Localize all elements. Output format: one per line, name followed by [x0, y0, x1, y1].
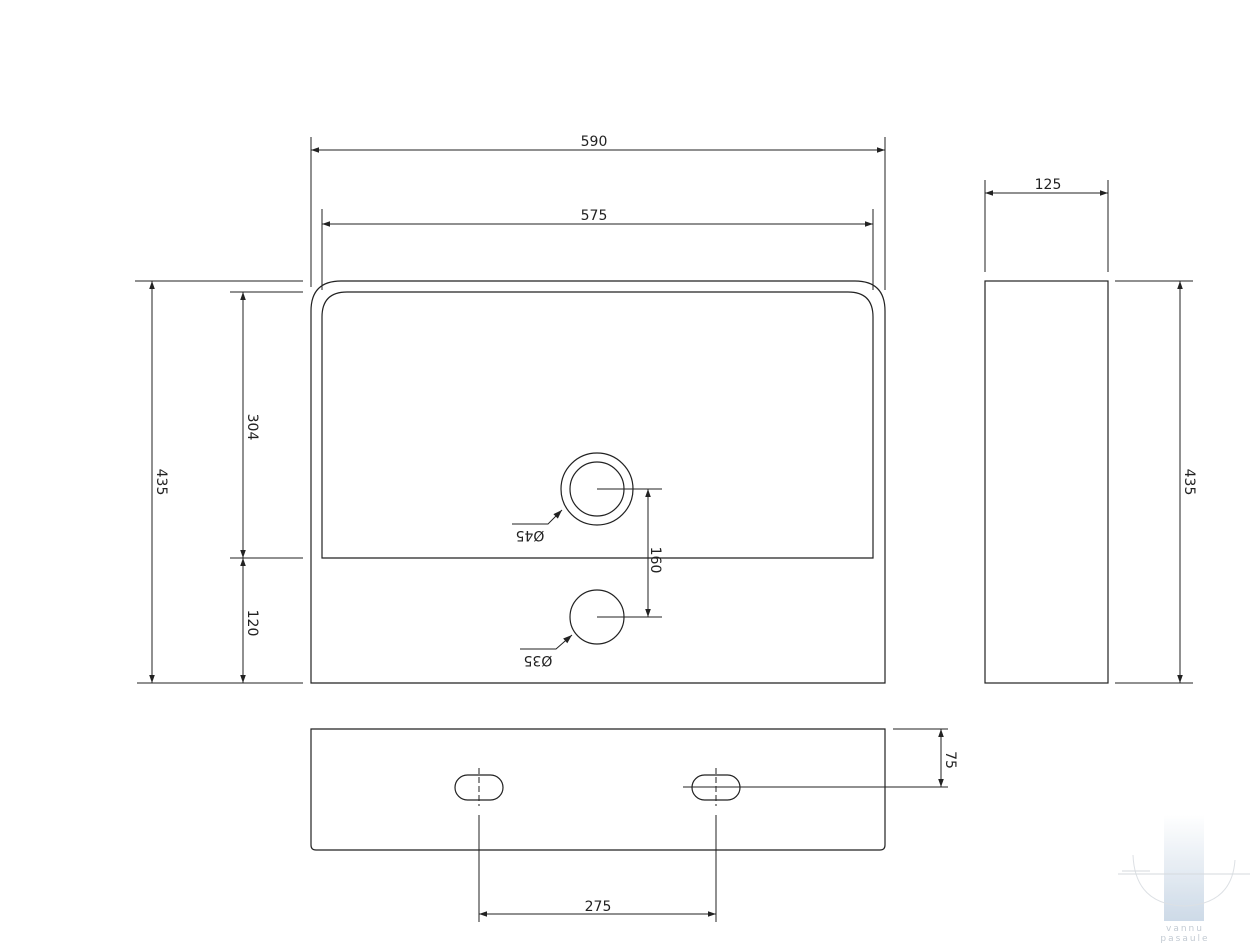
watermark-text-line2: pasaule: [1160, 934, 1209, 944]
dimension-label-slot-offset: 75: [942, 751, 958, 769]
side-outline: [984, 280, 1109, 684]
basin-bowl-outline: [321, 291, 874, 559]
side-view: 125 435: [984, 177, 1197, 684]
bottom-view: 275 75: [310, 728, 958, 922]
tap-hole-leader: [520, 634, 573, 650]
dimension-label-overall-width: 590: [581, 134, 608, 150]
bottom-outline: [310, 728, 886, 851]
dimension-label-overall-height: 435: [153, 469, 169, 496]
dimension-label-slot-spacing: 275: [585, 899, 612, 915]
dimension-label-bottom-offset: 120: [244, 610, 260, 637]
watermark-logo: vannu pasaule: [1118, 815, 1250, 944]
dimension-label-basin-depth: 304: [244, 414, 260, 441]
dimension-label-basin-width: 575: [581, 208, 608, 224]
dimension-label-drain-diameter: Ø45: [516, 527, 545, 543]
dimension-label-side-height: 435: [1181, 469, 1197, 496]
front-view: 590 575 435 304 120 160 Ø45 Ø35: [135, 134, 886, 684]
dimension-label-hole-spacing: 160: [647, 547, 663, 574]
dimension-label-tap-hole-diameter: Ø35: [524, 652, 553, 668]
basin-outline: [310, 280, 886, 684]
dimension-label-depth: 125: [1035, 177, 1062, 193]
drain-leader: [512, 509, 563, 525]
watermark-text-line1: vannu: [1166, 924, 1204, 934]
